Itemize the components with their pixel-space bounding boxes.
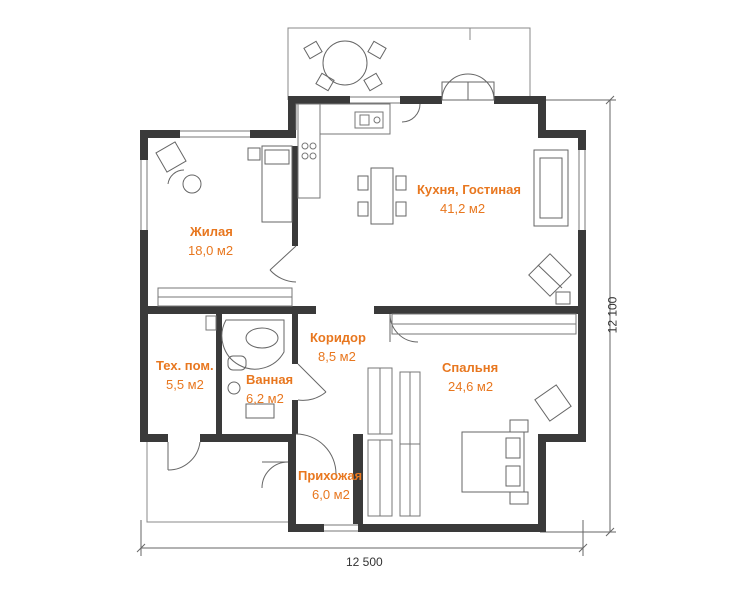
room-area-corridor: 8,5 м2	[318, 349, 356, 364]
tech-appliances	[205, 315, 217, 331]
room-area-kitchen: 41,2 м2	[440, 201, 486, 216]
patio-table	[303, 40, 387, 92]
room-area-technical: 5,5 м2	[166, 377, 204, 392]
room-name-corridor: Коридор	[310, 330, 366, 345]
dining-table	[357, 167, 407, 225]
room-name-kitchen: Кухня, Гостиная	[417, 182, 521, 197]
double-bed	[461, 419, 529, 505]
windows	[140, 96, 586, 532]
dimension-height: 12 100	[605, 296, 620, 334]
room-area-hallway: 6,0 м2	[312, 487, 350, 502]
armchair	[534, 384, 572, 422]
wardrobe-left	[157, 287, 293, 307]
corridor-wardrobes	[367, 313, 577, 517]
desk	[155, 141, 202, 194]
room-name-living: Жилая	[190, 224, 233, 239]
kitchen-counter	[295, 103, 391, 199]
single-bed	[247, 145, 293, 223]
walls	[140, 96, 586, 532]
room-name-bathroom: Ванная	[246, 372, 294, 387]
room-area-bedroom: 24,6 м2	[448, 379, 494, 394]
dimension-lines	[136, 95, 616, 556]
room-name-technical: Тех. пом.	[156, 358, 214, 373]
dimension-width: 12 500	[346, 555, 383, 569]
room-name-hallway: Прихожая	[298, 468, 363, 483]
room-name-bedroom: Спальня	[442, 360, 499, 375]
terrace-outline	[146, 27, 531, 523]
room-area-living: 18,0 м2	[188, 243, 234, 258]
room-area-bathroom: 6,2 м2	[246, 391, 284, 406]
bathtub	[221, 319, 285, 419]
sofa	[533, 149, 569, 227]
fireplace	[528, 253, 572, 305]
patio-door	[441, 73, 495, 101]
